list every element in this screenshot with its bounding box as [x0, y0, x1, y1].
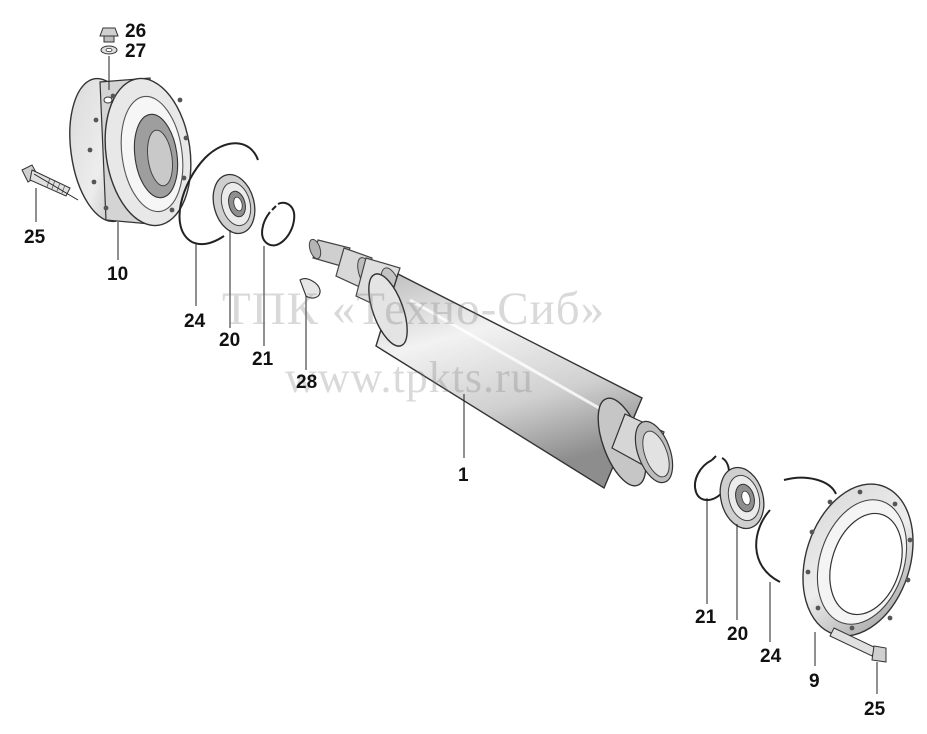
callout-9: 9 [809, 671, 820, 692]
callout-25-right: 25 [864, 699, 886, 720]
right-flange-part-9 [802, 483, 914, 637]
watermark-url: www.tpkts.ru [285, 353, 534, 402]
right-o-ring-part-24 [755, 476, 837, 583]
callout-10: 10 [107, 264, 129, 285]
top-bolt-part-26 [99, 27, 119, 43]
callout-21-left: 21 [252, 349, 274, 370]
callout-27: 27 [125, 41, 147, 62]
right-bolt-part-25 [829, 627, 887, 663]
washer-part-27 [100, 45, 118, 55]
callout-26: 26 [125, 21, 147, 42]
callout-20-left: 20 [219, 330, 241, 351]
left-o-ring-part-24 [178, 142, 259, 246]
callout-24-left: 24 [184, 311, 206, 332]
shaft-part-1 [308, 238, 674, 490]
callout-28: 28 [296, 372, 318, 393]
key-part-28 [299, 278, 321, 299]
callout-1: 1 [458, 465, 469, 486]
callout-24-right: 24 [760, 646, 782, 667]
right-bearing-part-20 [719, 466, 765, 530]
left-bearing-part-20 [212, 173, 256, 235]
callout-21-right: 21 [695, 607, 717, 628]
left-circlip-part-21 [261, 201, 296, 247]
callout-25-left: 25 [24, 227, 46, 248]
callout-20-right: 20 [727, 624, 749, 645]
watermark-company: ТПК «Техно-Сиб» [222, 283, 606, 335]
leader-lines [33, 56, 878, 694]
left-housing-part-10 [69, 77, 192, 227]
